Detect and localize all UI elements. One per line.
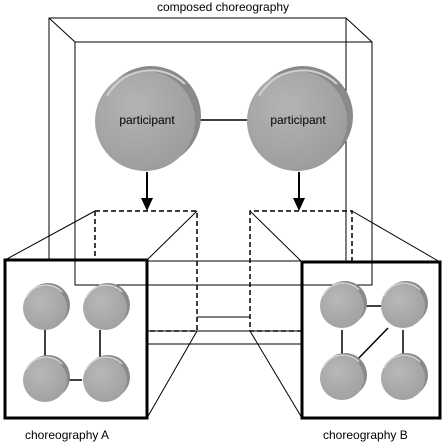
choreography-a-node (83, 355, 130, 402)
choreography-b-container (249, 210, 442, 420)
choreography-a-nodes (23, 283, 130, 402)
participant-node-1: participant (95, 66, 201, 171)
choreography-b-caption: choreography B (323, 428, 408, 442)
choreography-b-node (320, 353, 367, 400)
choreography-b-node (381, 353, 428, 400)
choreography-a-caption: choreography A (25, 428, 110, 442)
participant-label-2: participant (270, 113, 326, 127)
participant-arrows (141, 172, 305, 211)
choreography-b-node (320, 281, 367, 328)
choreography-a-node (23, 283, 70, 330)
choreography-a-node (83, 283, 130, 330)
participant-label-1: participant (119, 113, 175, 127)
choreography-b-nodes (320, 281, 428, 400)
choreography-a-container (3, 210, 198, 420)
diagram-title: composed choreography (156, 0, 290, 14)
choreography-b-node (381, 281, 428, 328)
choreography-a-node (23, 355, 70, 402)
participant-node-2: participant (247, 66, 353, 171)
